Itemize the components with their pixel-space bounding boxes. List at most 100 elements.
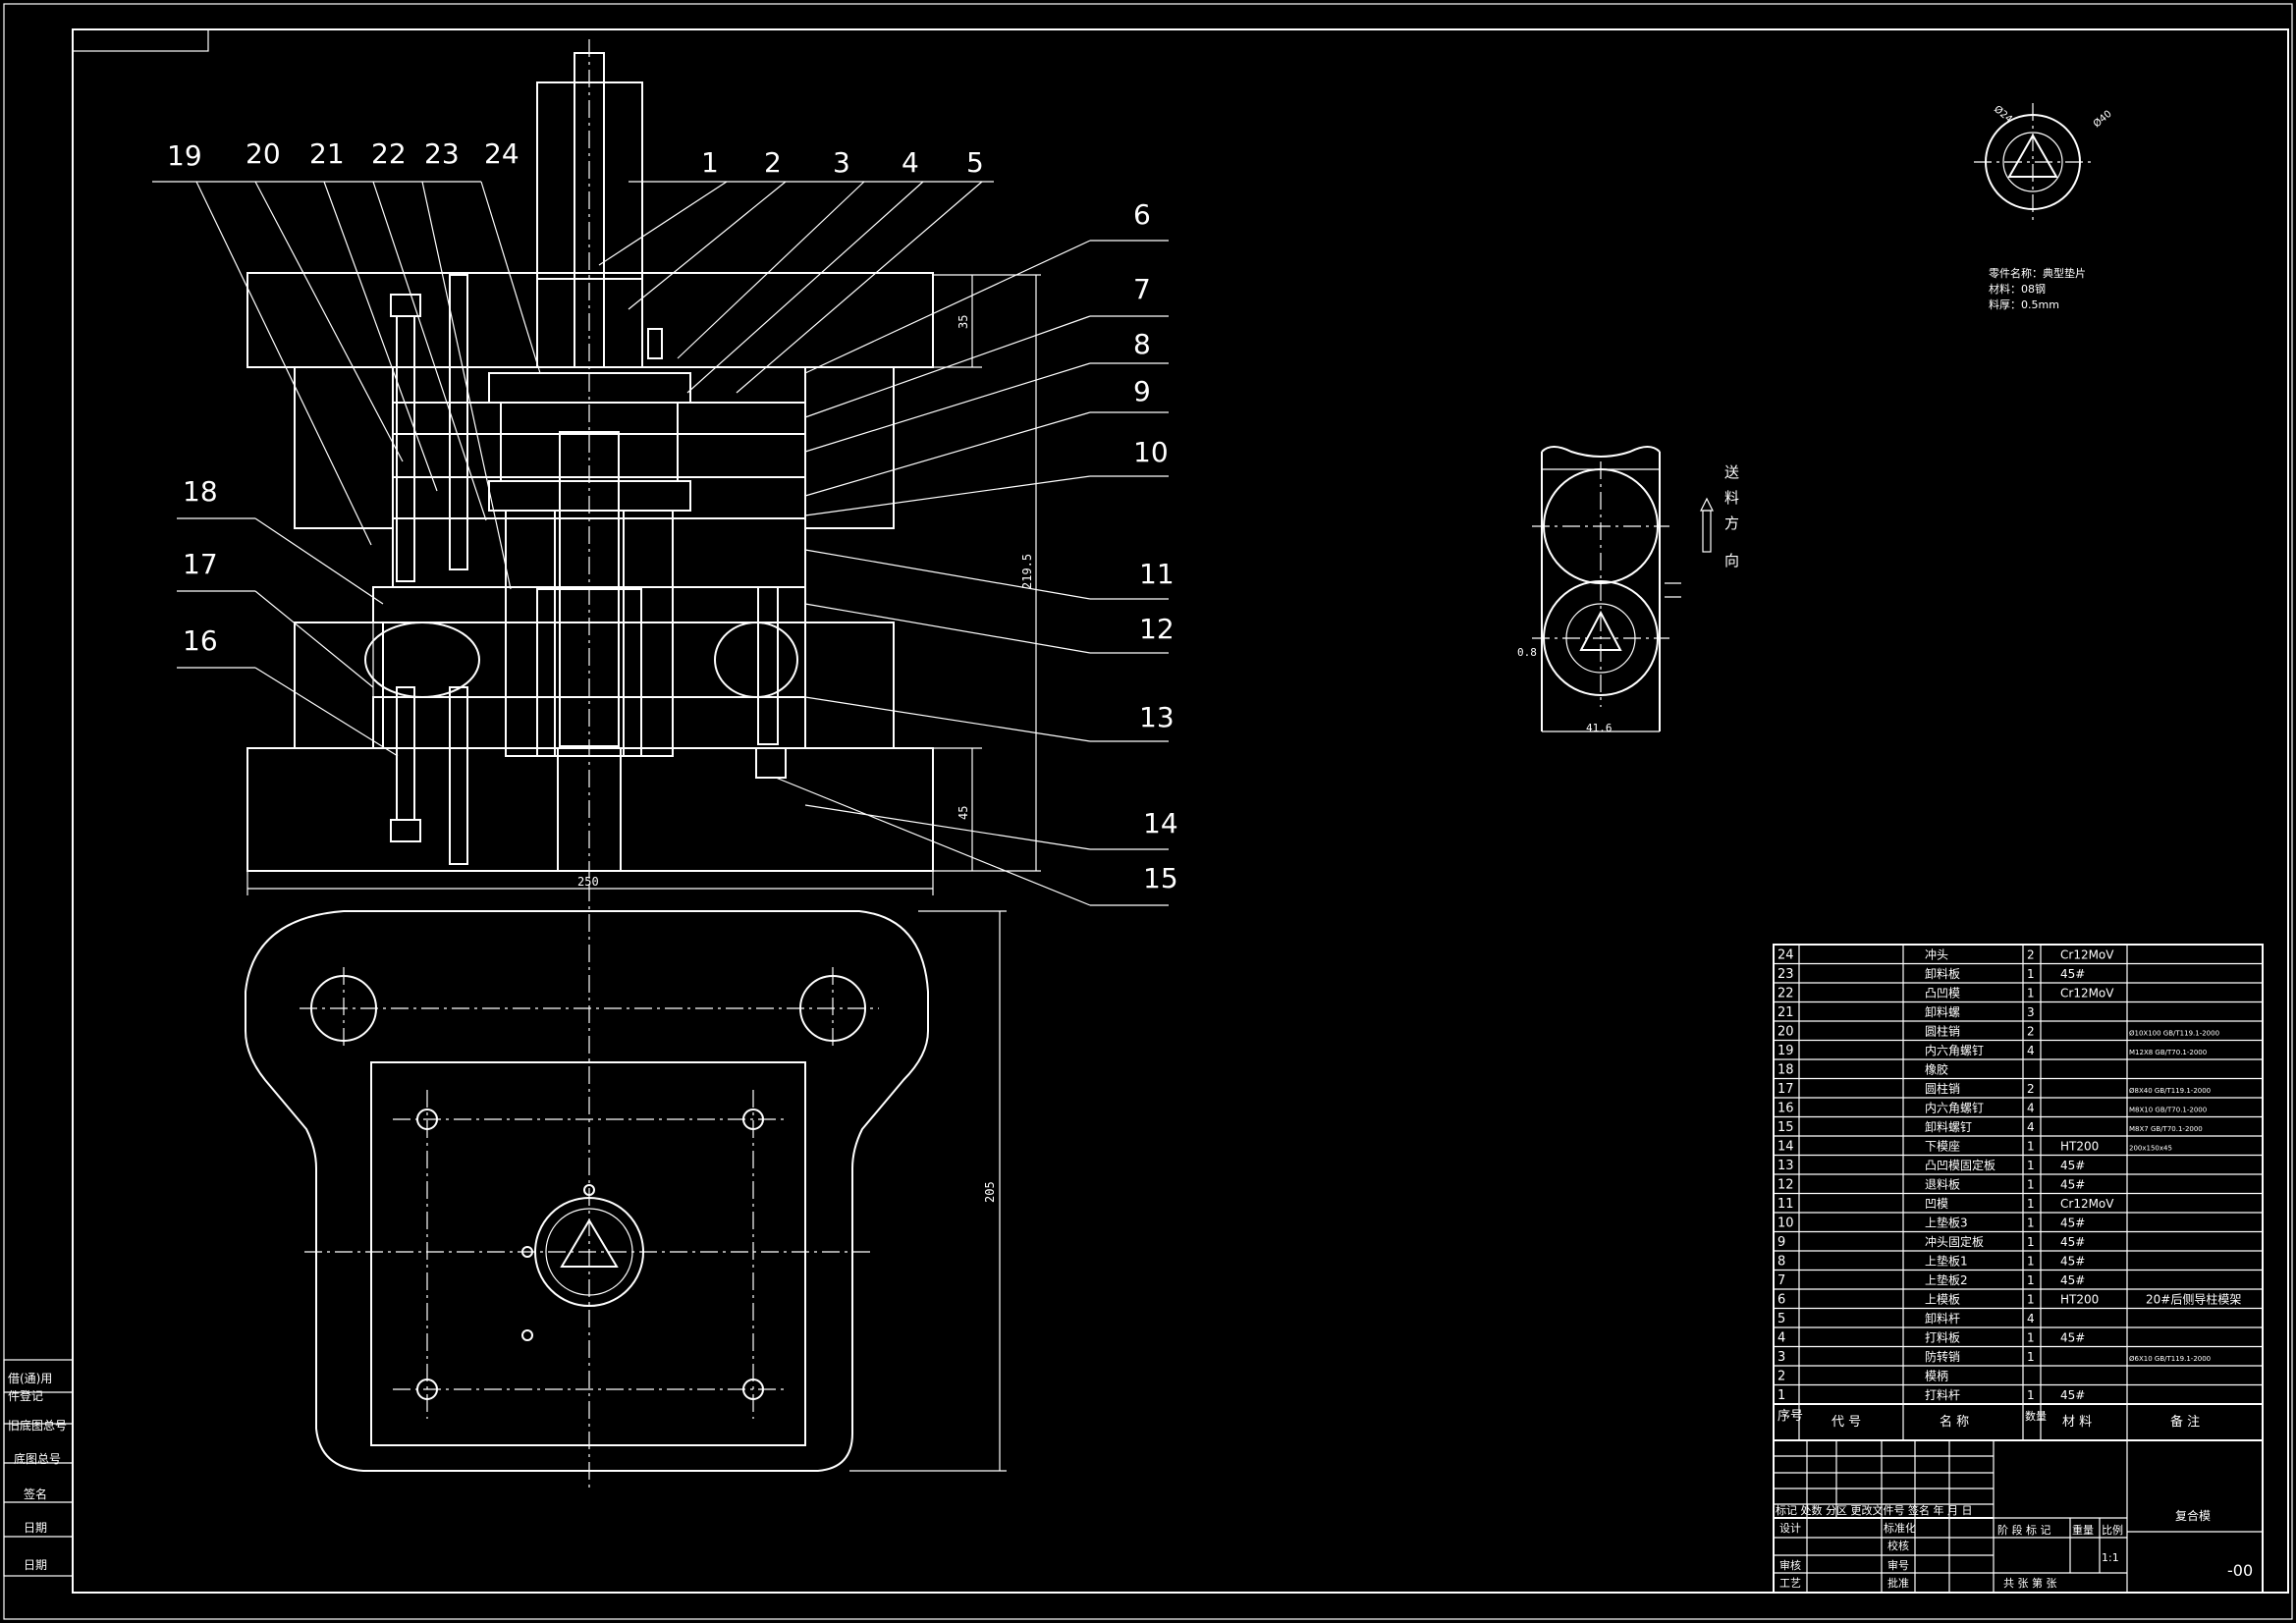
balloon: 2	[764, 146, 782, 179]
bom-cell-qty: 1	[2027, 987, 2035, 1001]
bom-cell-name: 凸凹模固定板	[1925, 1158, 1995, 1172]
lc-6: 日期	[24, 1521, 47, 1535]
bom-cell-qty: 1	[2027, 1178, 2035, 1192]
balloon: 6	[1133, 198, 1151, 231]
bom-cell-name: 凹模	[1925, 1197, 1948, 1211]
bom-cell-material: HT200	[2060, 1293, 2099, 1307]
bom-cell-name: 冲头固定板	[1925, 1234, 1984, 1249]
feed-char-3: 方	[1724, 514, 1739, 532]
section-view	[246, 39, 1041, 895]
tb-approve: 批准	[1887, 1576, 1909, 1590]
dimension-texts: 35 219.5 45 250 205	[577, 315, 1034, 1203]
bom-cell-no: 10	[1777, 1217, 1794, 1231]
balloon: 7	[1133, 273, 1151, 305]
balloon: 1	[701, 146, 719, 179]
tb-rev2: 审号	[1887, 1558, 1909, 1572]
tb-design: 设计	[1779, 1522, 1801, 1535]
bom-cell-material: 45#	[2060, 1255, 2085, 1269]
bom-cell-note: 20#后侧导柱模架	[2146, 1292, 2241, 1307]
lc-7: 日期	[24, 1558, 47, 1572]
balloon: 11	[1139, 558, 1175, 590]
bom-cell-standard: M8X7 GB/T70.1-2000	[2129, 1125, 2203, 1133]
balloon: 14	[1143, 807, 1178, 839]
bom-cell-name: 圆柱销	[1925, 1081, 1960, 1096]
bom-cell-material: 45#	[2060, 1388, 2085, 1402]
bom-h-note: 备 注	[2170, 1414, 2200, 1430]
tb-stage: 阶 段 标 记	[1997, 1523, 2051, 1537]
dim-35: 35	[957, 315, 970, 329]
dim-250: 250	[577, 875, 599, 889]
balloon: 4	[902, 146, 919, 179]
corner-box	[72, 28, 209, 52]
bom-cell-no: 16	[1777, 1102, 1794, 1116]
bom-cell-qty: 1	[2027, 1273, 2035, 1287]
balloon: 8	[1133, 328, 1151, 360]
bom-cell-qty: 2	[2027, 1082, 2035, 1096]
bom-cell-standard: 200x150x45	[2129, 1145, 2172, 1153]
balloon: 5	[966, 146, 984, 179]
bom-cell-no: 22	[1777, 987, 1794, 1001]
bom-cell-name: 打料板	[1925, 1331, 1960, 1345]
bom-cell-name: 卸料螺	[1925, 1004, 1960, 1019]
bom-cell-qty: 3	[2027, 1005, 2035, 1019]
bom-cell-standard: Ø10X100 GB/T119.1-2000	[2129, 1030, 2219, 1038]
balloon: 24	[484, 137, 519, 170]
bom-cell-name: 上模板	[1925, 1293, 1960, 1307]
bom-cell-qty: 4	[2027, 1044, 2035, 1057]
tb-sheets: 共 张 第 张	[2003, 1576, 2057, 1590]
dim-45: 45	[957, 806, 970, 820]
balloon: 3	[833, 146, 850, 179]
tb-revision: 标记 处数 分区 更改文件号 签名 年 月 日	[1776, 1503, 1972, 1517]
bom-h-name: 名 称	[1940, 1414, 1969, 1430]
bom-cell-no: 24	[1777, 948, 1794, 963]
part-view: Ø24 Ø40 零件名称：典型垫片 材料：08钢 料厚：0.5mm	[1974, 103, 2114, 311]
bom-cell-name: 橡胶	[1925, 1062, 1948, 1077]
bom-cell-name: 内六角螺钉	[1925, 1044, 1984, 1057]
dim-0-8: 0.8	[1517, 646, 1537, 659]
tb-scale: 1:1	[2102, 1551, 2119, 1564]
balloon: 9	[1133, 375, 1151, 407]
balloon: 13	[1139, 701, 1175, 733]
bom-cell-no: 18	[1777, 1063, 1794, 1078]
bom-cell-qty: 1	[2027, 1388, 2035, 1402]
dim-205: 205	[983, 1181, 997, 1203]
bom-cell-qty: 1	[2027, 1331, 2035, 1345]
leader-lines	[152, 181, 1169, 906]
bom-cell-no: 23	[1777, 967, 1794, 982]
lc-1: 借(通)用	[8, 1372, 52, 1385]
bom-cell-standard: Ø8X40 GB/T119.1-2000	[2129, 1087, 2211, 1095]
lc-2: 件登记	[8, 1388, 43, 1403]
bom-cell-no: 2	[1777, 1370, 1785, 1384]
bom-cell-no: 15	[1777, 1120, 1794, 1135]
bom-h-code: 代 号	[1831, 1415, 1861, 1430]
dim-41-6: 41.6	[1586, 722, 1613, 734]
bom-cell-material: Cr12MoV	[2060, 948, 2114, 962]
bom-cell-name: 卸料杆	[1925, 1311, 1960, 1325]
bom-cell-qty: 1	[2027, 1235, 2035, 1249]
tb-check: 审核	[1779, 1558, 1801, 1572]
tb-standard: 标准化	[1884, 1521, 1916, 1535]
part-material: 材料：08钢	[1989, 282, 2046, 296]
bom-cell-no: 9	[1777, 1235, 1785, 1250]
bom-cell-qty: 1	[2027, 1255, 2035, 1269]
bom-cell-qty: 1	[2027, 1197, 2035, 1211]
bom-cell-name: 圆柱销	[1925, 1024, 1960, 1039]
bom-cell-no: 7	[1777, 1273, 1785, 1288]
feed-char-2: 料	[1724, 489, 1739, 507]
balloon: 16	[183, 624, 218, 657]
bom-cell-standard: Ø6X10 GB/T119.1-2000	[2129, 1355, 2211, 1363]
bom-cell-name: 内六角螺钉	[1925, 1102, 1984, 1115]
outer-border	[3, 3, 2293, 1620]
bom-cell-qty: 1	[2027, 1217, 2035, 1230]
bom-h-qty: 数量	[2025, 1410, 2047, 1423]
bom-cell-no: 19	[1777, 1044, 1794, 1058]
balloon: 19	[167, 139, 202, 172]
tb-drawing-name: 复合模	[2175, 1508, 2211, 1523]
bom-cell-name: 卸料板	[1925, 966, 1960, 981]
bom-cell-name: 上垫板3	[1925, 1216, 1968, 1230]
bom-cell-material: 45#	[2060, 967, 2085, 981]
bom-cell-material: 45#	[2060, 1331, 2085, 1345]
balloon: 17	[183, 548, 218, 580]
balloon: 23	[424, 137, 460, 170]
